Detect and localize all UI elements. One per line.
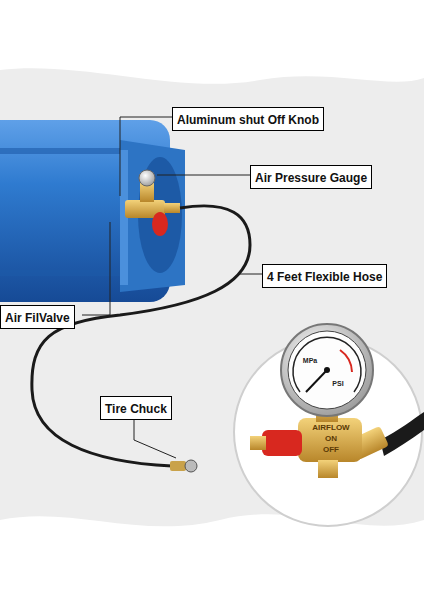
- callout-label: 4 Feet Flexible Hose: [267, 270, 382, 284]
- gauge-marking: PSI: [332, 380, 343, 387]
- callout-box: Air Pressure Gauge: [250, 165, 372, 189]
- callout-box: Air FilValve: [0, 305, 75, 329]
- callout-label: Aluminum shut Off Knob: [177, 113, 319, 127]
- callout-box: 4 Feet Flexible Hose: [262, 264, 387, 288]
- gauge-marking: MPa: [303, 357, 317, 364]
- callout-label: Air Pressure Gauge: [255, 171, 367, 185]
- callout-label: Air FilValve: [5, 311, 70, 325]
- gauge-marking: OFF: [323, 446, 339, 454]
- gauge-marking: AIRFLOW: [312, 424, 349, 432]
- gauge-marking: ON: [325, 435, 337, 443]
- callout-label: Tire Chuck: [105, 402, 167, 416]
- callout-box: Aluminum shut Off Knob: [172, 107, 324, 131]
- callout-box: Tire Chuck: [100, 396, 172, 420]
